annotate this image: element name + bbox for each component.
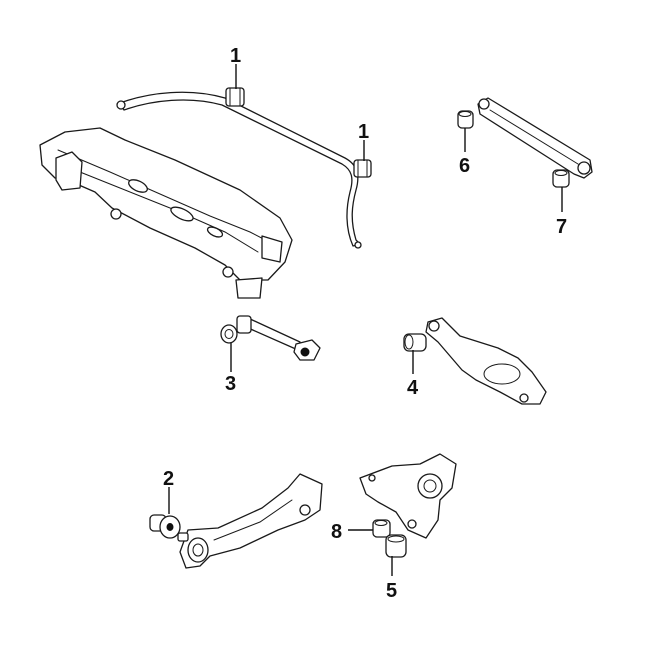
trailing-arm-2 [179,473,323,569]
lateral-link-3 [236,315,321,361]
lower-control-arm-4 [425,317,547,405]
bushing-8 [372,519,391,538]
upper-arm [477,97,593,179]
callout-6: 6 [459,155,470,177]
callout-1-stabilizer-right: 1 [358,121,369,143]
callout-4: 4 [407,377,419,399]
callout-2: 2 [163,468,174,490]
callout-3: 3 [225,373,236,395]
stabilizer-bushing-right [353,159,372,178]
rear-knuckle [359,453,457,539]
callout-7: 7 [556,216,567,238]
bushing-3 [220,324,238,344]
bushing-6 [457,110,474,129]
stabilizer-bushing-left [225,87,245,107]
callout-5: 5 [386,580,397,602]
bushing-7 [552,169,570,188]
bushing-4 [403,333,427,352]
bushing-2 [149,514,189,542]
callout-1-stabilizer-left: 1 [230,45,241,67]
callout-8: 8 [331,521,342,543]
bushing-5 [385,534,407,558]
rear-subframe [39,127,293,299]
stabilizer-bar [116,91,362,249]
leader-lines [168,64,563,576]
